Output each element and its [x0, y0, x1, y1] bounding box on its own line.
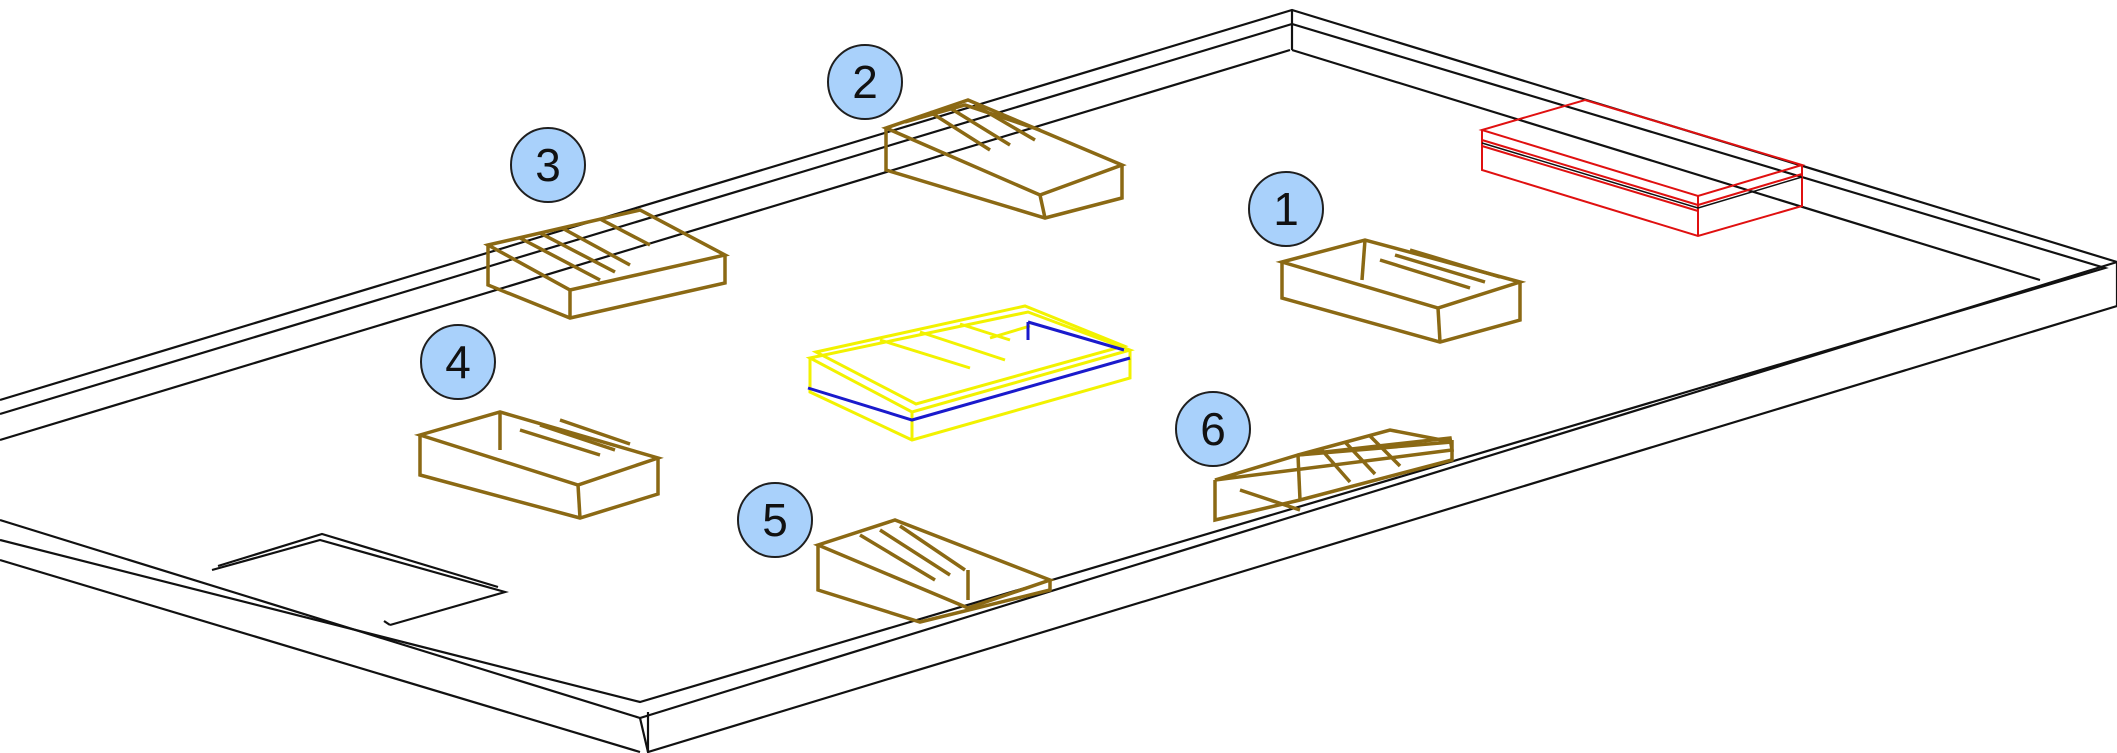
shelf-badge-label: 6: [1200, 403, 1226, 455]
floor-opening: [211, 532, 510, 627]
red-station: [1478, 98, 1806, 238]
shelf-badge-label: 3: [535, 139, 561, 191]
shelf-badge-2: 2: [827, 44, 903, 120]
shelf-badge-label: 5: [762, 494, 788, 546]
robot-carrier: [805, 304, 1135, 442]
shelf-4: [413, 410, 664, 520]
shelf-3: [483, 208, 730, 320]
shelf-2: [881, 98, 1127, 220]
shelf-badge-1: 1: [1248, 171, 1324, 247]
floor-platform: [0, 8, 2117, 753]
shelf-badge-label: 1: [1273, 183, 1299, 235]
shelf-badge-label: 2: [852, 56, 878, 108]
shelf-badge-6: 6: [1175, 391, 1251, 467]
shelf-badge-label: 4: [445, 336, 471, 388]
red-station-dark-line: [1481, 142, 1803, 209]
robot-accent-line: [807, 320, 1131, 422]
shelf-badge-3: 3: [510, 127, 586, 203]
shelf-badge-5: 5: [737, 482, 813, 558]
shelf-badge-4: 4: [420, 324, 496, 400]
shelf-5: [812, 518, 1056, 624]
shelf-1: [1275, 238, 1527, 344]
shelf-6: [1213, 428, 1455, 523]
